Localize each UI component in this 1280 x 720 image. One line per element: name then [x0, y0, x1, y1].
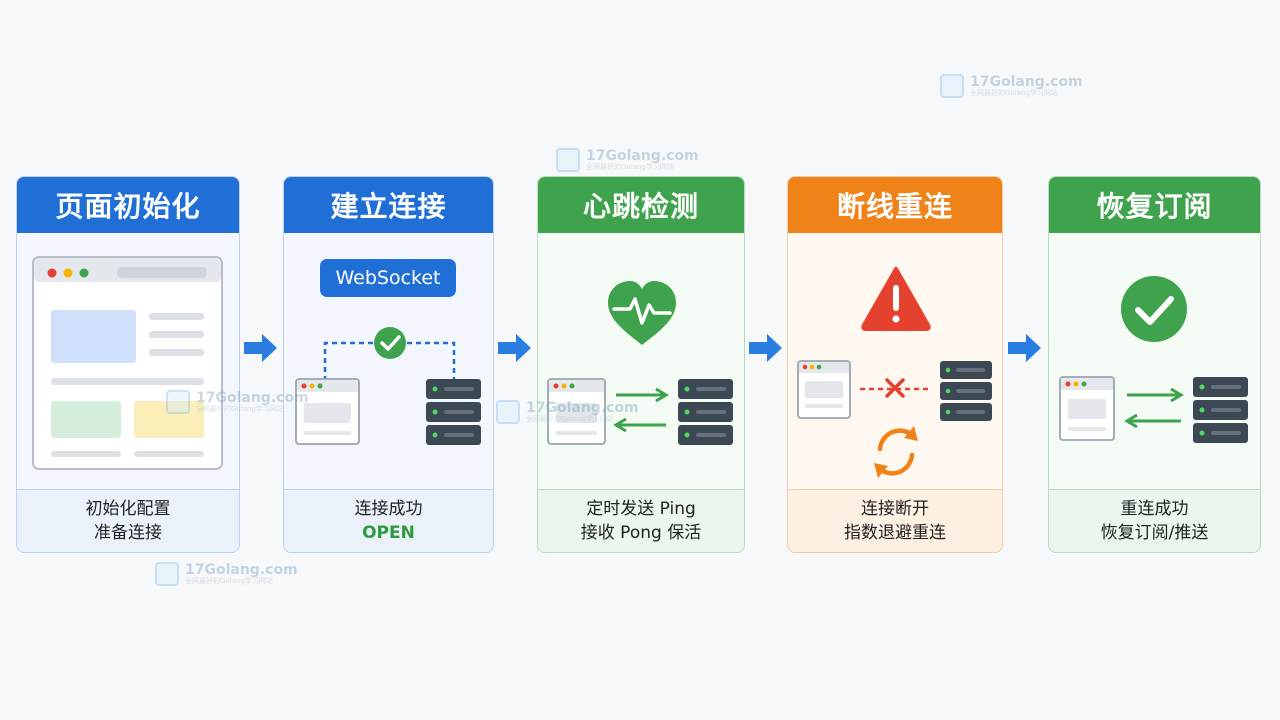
- disconnect-x-icon: [885, 378, 905, 398]
- client-browser-icon: [797, 360, 851, 419]
- success-check-icon: [1121, 276, 1187, 342]
- step-card-heartbeat: 心跳检测 定时发送 Pin: [537, 176, 745, 553]
- step-illustration: [788, 233, 1002, 489]
- server-stack-icon: [940, 361, 992, 421]
- arrow-right-icon: [1008, 334, 1041, 362]
- ping-pong-arrows-icon: [613, 387, 669, 433]
- step-description: 定时发送 Ping 接收 Pong 保活: [538, 489, 744, 552]
- server-stack-icon: [1193, 377, 1248, 443]
- step-illustration: [538, 233, 744, 489]
- check-circle-icon: [374, 327, 406, 359]
- connection-status-open: OPEN: [362, 523, 415, 543]
- heartbeat-icon: [608, 281, 676, 345]
- server-stack-icon: [678, 379, 733, 445]
- warning-icon: [861, 267, 931, 331]
- step-title: 建立连接: [284, 177, 493, 233]
- arrow-right-icon: [749, 334, 782, 362]
- step-title: 恢复订阅: [1049, 177, 1260, 233]
- browser-window-icon: [32, 256, 223, 470]
- step-illustration: WebSocket: [284, 233, 493, 489]
- step-card-init: 页面初始化 初始化配置 准备连接: [16, 176, 240, 553]
- watermark-logo-icon: [940, 74, 964, 98]
- client-browser-icon: [1059, 376, 1115, 441]
- websocket-badge: WebSocket: [320, 259, 456, 297]
- client-browser-icon: [295, 378, 360, 445]
- step-description: 连接断开 指数退避重连: [788, 489, 1002, 552]
- step-card-resubscribe: 恢复订阅 重连成功: [1048, 176, 1261, 553]
- watermark-logo-icon: [155, 562, 179, 586]
- arrow-right-icon: [244, 334, 277, 362]
- step-description: 初始化配置 准备连接: [17, 489, 239, 552]
- arrow-right-icon: [498, 334, 531, 362]
- client-browser-icon: [547, 378, 606, 445]
- watermark-logo-icon: [556, 148, 580, 172]
- step-title: 断线重连: [788, 177, 1002, 233]
- step-illustration: [1049, 233, 1260, 489]
- refresh-icon: [874, 426, 918, 478]
- step-description: 重连成功 恢复订阅/推送: [1049, 489, 1260, 552]
- step-card-reconnect: 断线重连: [787, 176, 1003, 553]
- step-description: 连接成功 OPEN: [284, 489, 493, 552]
- step-title: 心跳检测: [538, 177, 744, 233]
- server-stack-icon: [426, 379, 481, 445]
- data-flow-arrows-icon: [1124, 387, 1184, 429]
- watermark-logo-icon: [496, 400, 520, 424]
- watermark-logo-icon: [166, 390, 190, 414]
- step-illustration: [17, 233, 239, 489]
- step-title: 页面初始化: [17, 177, 239, 233]
- step-card-connect: 建立连接 WebSocket 连接成功 OPEN: [283, 176, 494, 553]
